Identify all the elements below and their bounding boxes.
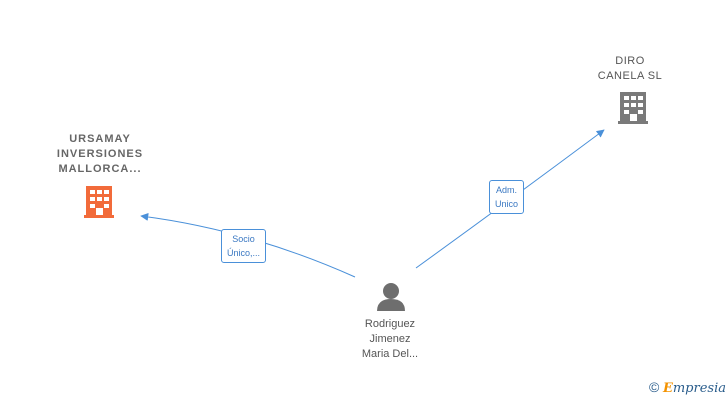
- diro-building-icon[interactable]: [618, 92, 648, 124]
- person-icon[interactable]: [377, 283, 405, 311]
- copyright-icon: ©: [648, 379, 660, 395]
- diro-label[interactable]: DIRO CANELA SL: [597, 55, 663, 82]
- ursamay-building-icon[interactable]: [84, 186, 114, 218]
- brand-logo-e: E: [662, 381, 673, 396]
- empresia-watermark: © Empresia: [649, 379, 726, 396]
- brand-logo-text: mpresia: [672, 381, 726, 396]
- edge-label-socio-unico: Socio Único,...: [221, 229, 267, 263]
- edge-label-adm-unico: Adm. Unico: [489, 180, 525, 214]
- ursamay-label[interactable]: URSAMAY INVERSIONES MALLORCA...: [56, 133, 144, 175]
- person-label[interactable]: Rodriguez Jimenez Maria Del...: [361, 318, 419, 360]
